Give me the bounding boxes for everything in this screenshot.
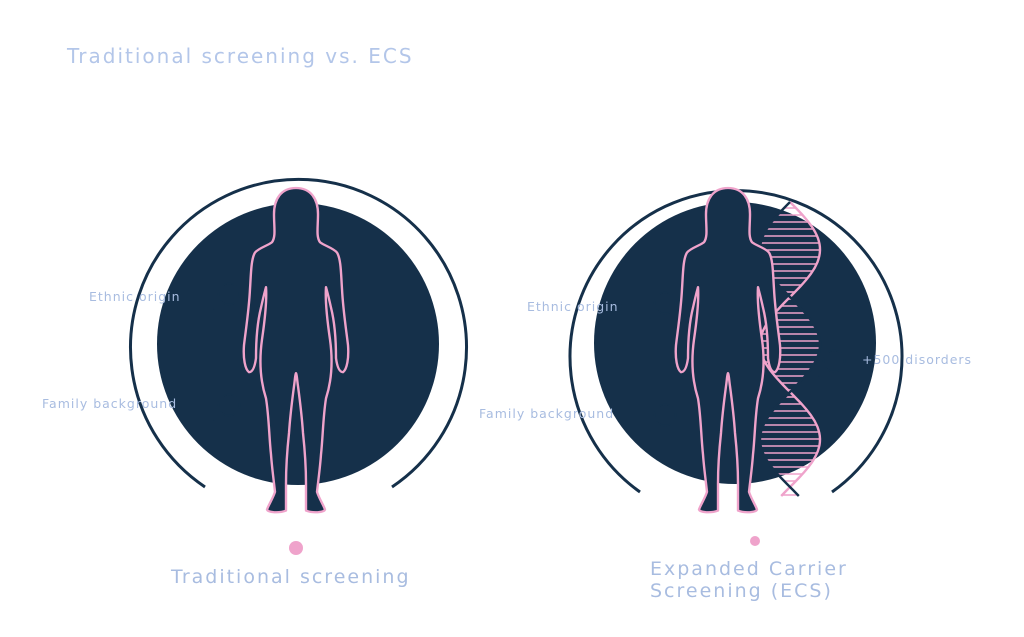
right-caption-line1: Expanded Carrier xyxy=(650,558,848,580)
right-label-disorders: +500 disorders xyxy=(862,352,973,367)
left-label-family-background: Family background xyxy=(42,396,178,411)
right-caption-line2: Screening (ECS) xyxy=(650,580,833,602)
page-title: Traditional screening vs. ECS xyxy=(67,44,414,68)
right-label-family-background: Family background xyxy=(479,406,615,421)
left-caption: Traditional screening xyxy=(171,566,411,588)
right-caption-dot xyxy=(750,536,760,546)
left-caption-dot xyxy=(289,541,303,555)
left-label-ethnic-origin: Ethnic origin xyxy=(89,289,181,304)
right-label-ethnic-origin: Ethnic origin xyxy=(527,299,619,314)
right-caption: Expanded Carrier Screening (ECS) xyxy=(650,558,848,602)
left-outer-arc xyxy=(129,177,468,489)
